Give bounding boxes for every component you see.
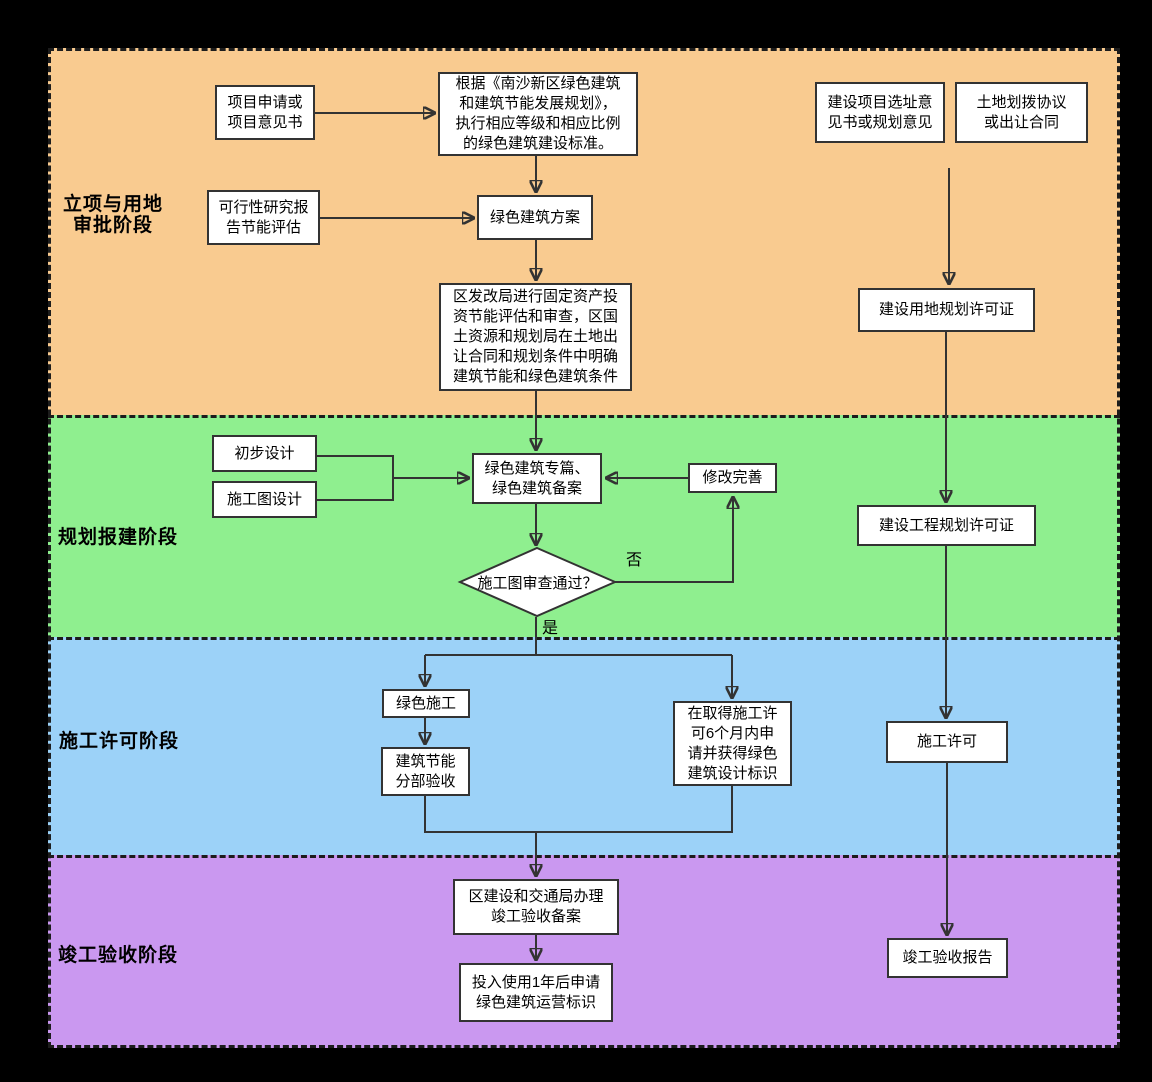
stage-label-approval: 立项与用地 审批阶段 [62, 194, 163, 236]
node-construction-drawing-design: 施工图设计 [212, 481, 317, 518]
node-feasibility-study: 可行性研究报 告节能评估 [207, 190, 320, 245]
node-energy-acceptance: 建筑节能 分部验收 [381, 747, 470, 796]
stage-label-construction-permit: 施工许可阶段 [58, 731, 179, 752]
node-dev-reform-review: 区发改局进行固定资产投 资节能评估和审查，区国 土资源和规划局在土地出 让合同和… [439, 283, 632, 391]
node-project-planning-permit: 建设工程规划许可证 [857, 505, 1036, 546]
stage-label-completion: 竣工验收阶段 [57, 945, 178, 966]
node-completion-record: 区建设和交通局办理 竣工验收备案 [453, 879, 619, 935]
node-revise-improve: 修改完善 [688, 463, 777, 493]
node-operation-label: 投入使用1年后申请 绿色建筑运营标识 [459, 963, 613, 1022]
node-land-transfer-agreement: 土地划拨协议 或出让合同 [955, 82, 1088, 143]
node-green-special-chapter: 绿色建筑专篇、 绿色建筑备案 [472, 453, 602, 504]
stage-label-planning: 规划报建阶段 [57, 527, 178, 548]
node-drawing-review-decision: 施工图审查通过？ [477, 575, 598, 592]
node-preliminary-design: 初步设计 [212, 435, 317, 472]
node-green-building-scheme: 绿色建筑方案 [477, 195, 593, 240]
node-construction-permit: 施工许可 [886, 721, 1008, 763]
node-land-use-planning-permit: 建设用地规划许可证 [858, 288, 1035, 332]
node-green-construction: 绿色施工 [382, 689, 470, 718]
edge-label-no: 否 [626, 552, 643, 569]
node-site-selection-opinion: 建设项目选址意 见书或规划意见 [815, 82, 945, 143]
node-completion-report: 竣工验收报告 [887, 938, 1008, 978]
node-plan-basis: 根据《南沙新区绿色建筑 和建筑节能发展规划》， 执行相应等级和相应比例 的绿色建… [438, 72, 638, 156]
node-project-application: 项目申请或 项目意见书 [215, 85, 315, 140]
node-design-label-6-months: 在取得施工许 可6个月内申 请并获得绿色 建筑设计标识 [673, 701, 792, 786]
edge-label-yes: 是 [542, 620, 559, 637]
